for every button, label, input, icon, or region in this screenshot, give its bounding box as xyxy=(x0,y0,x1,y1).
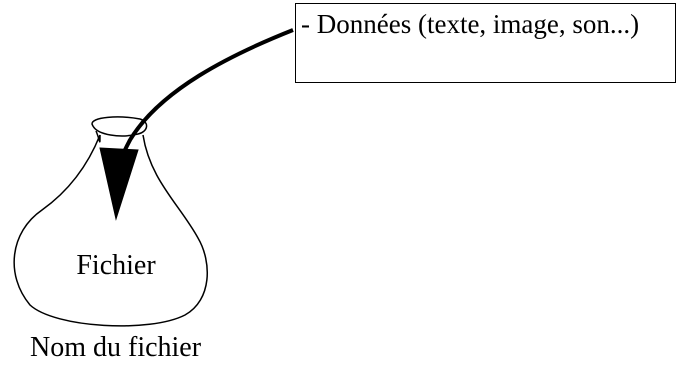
bag-label: Fichier xyxy=(76,250,156,281)
bag-shape xyxy=(13,134,208,327)
bag-neck-left xyxy=(95,130,101,143)
arrow-head xyxy=(99,147,139,221)
bag-opening xyxy=(91,116,148,137)
data-box-text: - Données (texte, image, son...) xyxy=(301,9,640,39)
file-name-label: Nom du fichier xyxy=(30,332,202,363)
data-box: - Données (texte, image, son...) xyxy=(295,3,676,83)
